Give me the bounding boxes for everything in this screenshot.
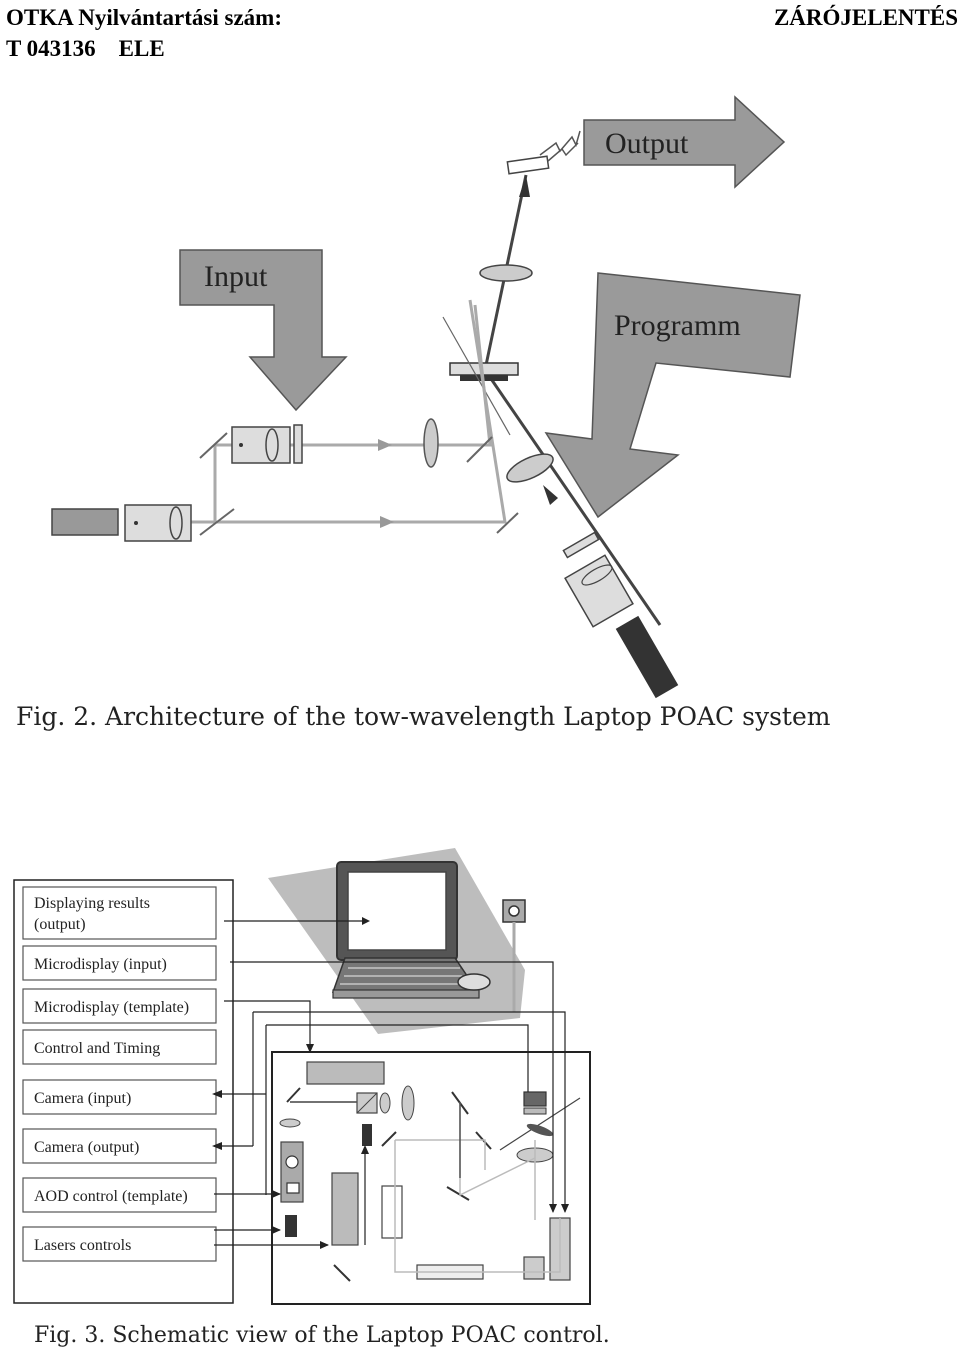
programm-arrow (544, 272, 801, 519)
panel-item-label: Microdisplay (template) (34, 999, 189, 1016)
output-beam-arrowhead (519, 175, 530, 197)
input-beams (190, 299, 507, 524)
output-arrow-label: Output (605, 127, 689, 160)
panel-item: Control and Timing (22, 1029, 217, 1065)
panel-item: Displaying results (output) (22, 886, 217, 940)
output-arrow (583, 95, 786, 189)
input-microdisplay (231, 424, 303, 464)
readout-lens (506, 453, 554, 483)
output-lens (479, 264, 533, 282)
panel-item-box (22, 1029, 217, 1065)
input-lens (423, 418, 439, 468)
lower-beam-arrowhead (380, 516, 394, 528)
report-title: ZÁRÓJELENTÉS (773, 5, 958, 30)
readout-laser (562, 531, 679, 699)
registration-number: T 043136 ELE (6, 36, 165, 61)
panel-item-label: Lasers controls (34, 1237, 131, 1254)
figure-2-caption: Fig. 2. Architecture of the tow-waveleng… (16, 702, 831, 731)
laser-source-left (51, 508, 119, 536)
panel-item-box (22, 1128, 217, 1164)
laptop-icon (268, 848, 525, 1034)
panel-item-label: Control and Timing (34, 1040, 160, 1057)
panel-item: Camera (output) (22, 1128, 217, 1164)
panel-item-box (22, 886, 217, 940)
figure-3-caption: Fig. 3. Schematic view of the Laptop POA… (34, 1323, 610, 1348)
mirrors (199, 432, 519, 536)
panel-item-box (22, 945, 217, 981)
panel-item: Microdisplay (template) (22, 988, 217, 1024)
input-arrow-label: Input (204, 260, 268, 293)
panel-item: Camera (input) (22, 1079, 217, 1115)
panel-item-label: Microdisplay (input) (34, 956, 167, 973)
connection-arrowheads (212, 917, 569, 1249)
panel-item-label: Displaying results (34, 895, 150, 912)
bench-components (279, 1061, 581, 1281)
panel-item: AOD control (template) (22, 1177, 217, 1213)
bench-dark-beams (290, 1101, 461, 1178)
input-arrow (179, 249, 348, 412)
panel-item: Microdisplay (input) (22, 945, 217, 981)
power-meter-icon (502, 899, 526, 1012)
header-left: OTKA Nyilvántartási szám: T 043136 ELE (6, 5, 282, 67)
panel-item-box (22, 1226, 217, 1262)
programm-arrow-label: Programm (614, 309, 741, 342)
panel-item: Lasers controls (22, 1226, 217, 1262)
upper-beam-arrowhead (378, 439, 392, 451)
connection-lines (214, 920, 566, 1246)
panel-item-label: (output) (34, 916, 86, 933)
panel-item-box (22, 988, 217, 1024)
panel-item-label: AOD control (template) (34, 1188, 188, 1205)
panel-item-label: Camera (input) (34, 1090, 131, 1107)
readout-beam-arrowhead (543, 485, 558, 505)
registration-label: OTKA Nyilvántartási szám: (6, 5, 282, 30)
panel-item-box (22, 1079, 217, 1115)
output-camera (506, 130, 581, 175)
figure-2-diagram: Output Input Programm (51, 95, 801, 699)
beam-expander-left (124, 504, 192, 542)
figure-3-diagram: Displaying results (output) Microdisplay (… (13, 848, 591, 1305)
panel-item-label: Camera (output) (34, 1139, 139, 1156)
readout-beam (483, 369, 662, 626)
panel-item-box (22, 1177, 217, 1213)
